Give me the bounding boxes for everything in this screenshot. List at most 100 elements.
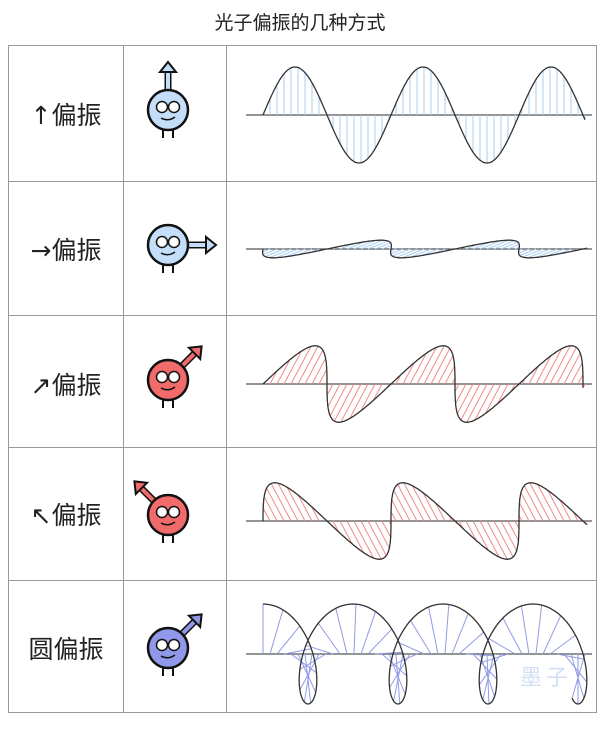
- field-vector: [397, 641, 425, 655]
- field-vector: [353, 520, 375, 559]
- field-vector: [410, 248, 432, 258]
- row-label-vertical: ↑偏振: [30, 101, 102, 130]
- field-vector: [311, 358, 327, 385]
- field-vector: [527, 248, 551, 259]
- field-vector: [456, 383, 474, 414]
- row-divider: [8, 315, 597, 316]
- field-vector: [547, 490, 565, 522]
- field-vector: [488, 638, 516, 655]
- field-vector: [479, 240, 501, 250]
- field-vector: [497, 383, 509, 404]
- field-vector: [276, 359, 291, 385]
- field-vector: [346, 241, 366, 250]
- field-vector: [353, 604, 357, 655]
- field-vector: [395, 248, 418, 258]
- field-vector: [528, 365, 539, 385]
- column-divider: [226, 45, 227, 713]
- field-vector: [285, 248, 306, 258]
- row-divider: [8, 580, 597, 581]
- field-vector: [570, 362, 583, 385]
- field-vector: [563, 353, 581, 385]
- field-vector: [374, 651, 403, 655]
- field-vector: [479, 653, 496, 697]
- field-vector: [360, 239, 384, 250]
- field-vector: [542, 615, 562, 655]
- field-vector: [535, 248, 558, 258]
- field-vector: [266, 487, 285, 522]
- field-vector: [430, 348, 451, 385]
- field-vector: [502, 617, 523, 655]
- field-vector: [353, 239, 376, 250]
- field-vector: [514, 520, 520, 529]
- field-vector: [269, 609, 284, 655]
- field-vector: [423, 345, 445, 385]
- field-vector: [559, 499, 572, 522]
- field-vector: [367, 628, 393, 655]
- field-vector: [486, 239, 510, 250]
- field-vector: [346, 520, 365, 554]
- polarization-table: [8, 45, 597, 713]
- field-vector: [317, 622, 341, 655]
- photon-character: [146, 345, 203, 408]
- row-divider: [8, 447, 597, 448]
- field-vector: [297, 345, 319, 385]
- field-vector: [360, 383, 376, 412]
- column-divider: [123, 45, 124, 713]
- field-vector: [329, 383, 348, 417]
- field-vector: [428, 606, 439, 655]
- field-vector: [262, 248, 271, 253]
- field-vector: [460, 383, 481, 421]
- field-vector: [484, 383, 502, 414]
- field-vector: [391, 499, 404, 522]
- field-vector: [507, 520, 519, 541]
- field-vector: [411, 485, 432, 522]
- field-vector: [290, 653, 317, 674]
- field-vector: [403, 482, 425, 522]
- field-vector: [393, 490, 411, 522]
- photon-character: [146, 223, 218, 273]
- field-vector: [409, 353, 427, 385]
- field-vector: [493, 520, 514, 558]
- field-vector: [556, 347, 577, 385]
- field-vector: [454, 383, 460, 392]
- field-vector: [493, 240, 515, 250]
- wave-curve: [261, 239, 588, 259]
- field-vector: [507, 244, 520, 250]
- field-vector: [465, 653, 494, 657]
- field-vector: [372, 383, 383, 401]
- photon-character: [146, 613, 203, 676]
- field-vector: [333, 383, 355, 422]
- field-vector: [500, 241, 519, 250]
- field-vector: [393, 653, 404, 702]
- field-vector: [304, 350, 324, 385]
- wave-curve: [262, 603, 588, 705]
- field-vector: [537, 484, 558, 522]
- field-vector: [437, 355, 454, 385]
- field-vector: [360, 520, 382, 560]
- field-vector: [262, 248, 278, 256]
- field-vector: [269, 248, 292, 259]
- field-vector: [327, 383, 341, 408]
- field-vector: [283, 350, 302, 385]
- field-vector: [381, 653, 408, 677]
- field-vector: [500, 520, 518, 551]
- diagram-title: 光子偏振的几种方式: [214, 12, 386, 34]
- field-vector: [277, 482, 299, 522]
- field-vector: [332, 520, 340, 533]
- field-vector: [389, 653, 411, 688]
- field-vector: [283, 648, 312, 655]
- field-vector: [479, 520, 500, 558]
- field-vector: [390, 248, 404, 255]
- field-vector: [367, 520, 387, 556]
- field-vector: [522, 248, 544, 258]
- field-vector: [519, 248, 537, 256]
- field-vector: [349, 383, 369, 419]
- field-vector: [381, 520, 392, 538]
- field-vector: [482, 653, 495, 700]
- field-vector: [529, 482, 551, 522]
- field-vector: [455, 383, 467, 404]
- field-vector: [549, 345, 571, 385]
- field-vector: [318, 369, 328, 385]
- row-label-diagonal-right: ↗偏振: [30, 371, 102, 400]
